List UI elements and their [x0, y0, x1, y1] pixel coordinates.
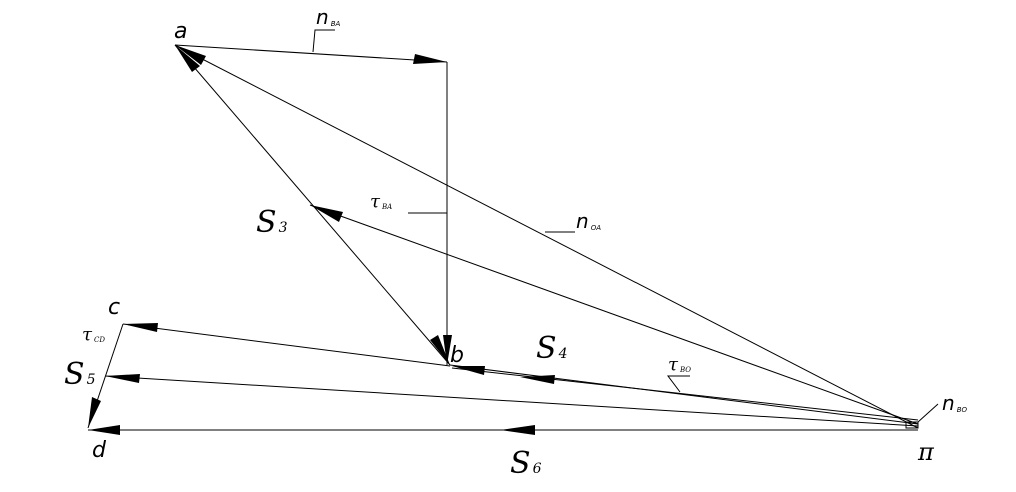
- arrowhead-n-ba: [413, 54, 447, 64]
- point-a-label: a: [174, 19, 187, 44]
- leader-n-bo: [917, 403, 939, 423]
- arrowhead-pi-a: [175, 45, 206, 65]
- vector-n-ba: [174, 44, 448, 63]
- vector-s5: [104, 375, 919, 427]
- vector-s4: [449, 364, 919, 425]
- arrowhead-s6-mid: [500, 425, 535, 435]
- arrowhead-tau-cd: [88, 397, 101, 428]
- point-c-label: c: [108, 295, 120, 320]
- arrowhead-s4-mid: [520, 375, 555, 384]
- arrowhead-a-start: [175, 45, 200, 72]
- arrowhead-s4-b: [452, 366, 485, 375]
- n-bo-marker: [905, 421, 919, 429]
- leader-n-ba: [312, 29, 335, 53]
- leader-tau-bo: [667, 375, 690, 393]
- arrowhead-s5: [105, 374, 140, 383]
- vector-pi-a: [174, 44, 919, 429]
- arrowhead-vertical-b: [443, 335, 452, 365]
- vector-tau-ba-long: [309, 204, 919, 425]
- point-d-label: d: [92, 438, 107, 463]
- vector-s3: [174, 44, 451, 366]
- arrowhead-s3: [430, 335, 450, 365]
- arrowhead-c: [123, 323, 158, 332]
- vector-b-c: [122, 323, 451, 367]
- arrowhead-tau-ba: [310, 205, 343, 222]
- point-pi-label: π: [917, 438, 935, 466]
- arrowhead-s6-d: [88, 425, 120, 435]
- point-b-label: b: [450, 343, 464, 368]
